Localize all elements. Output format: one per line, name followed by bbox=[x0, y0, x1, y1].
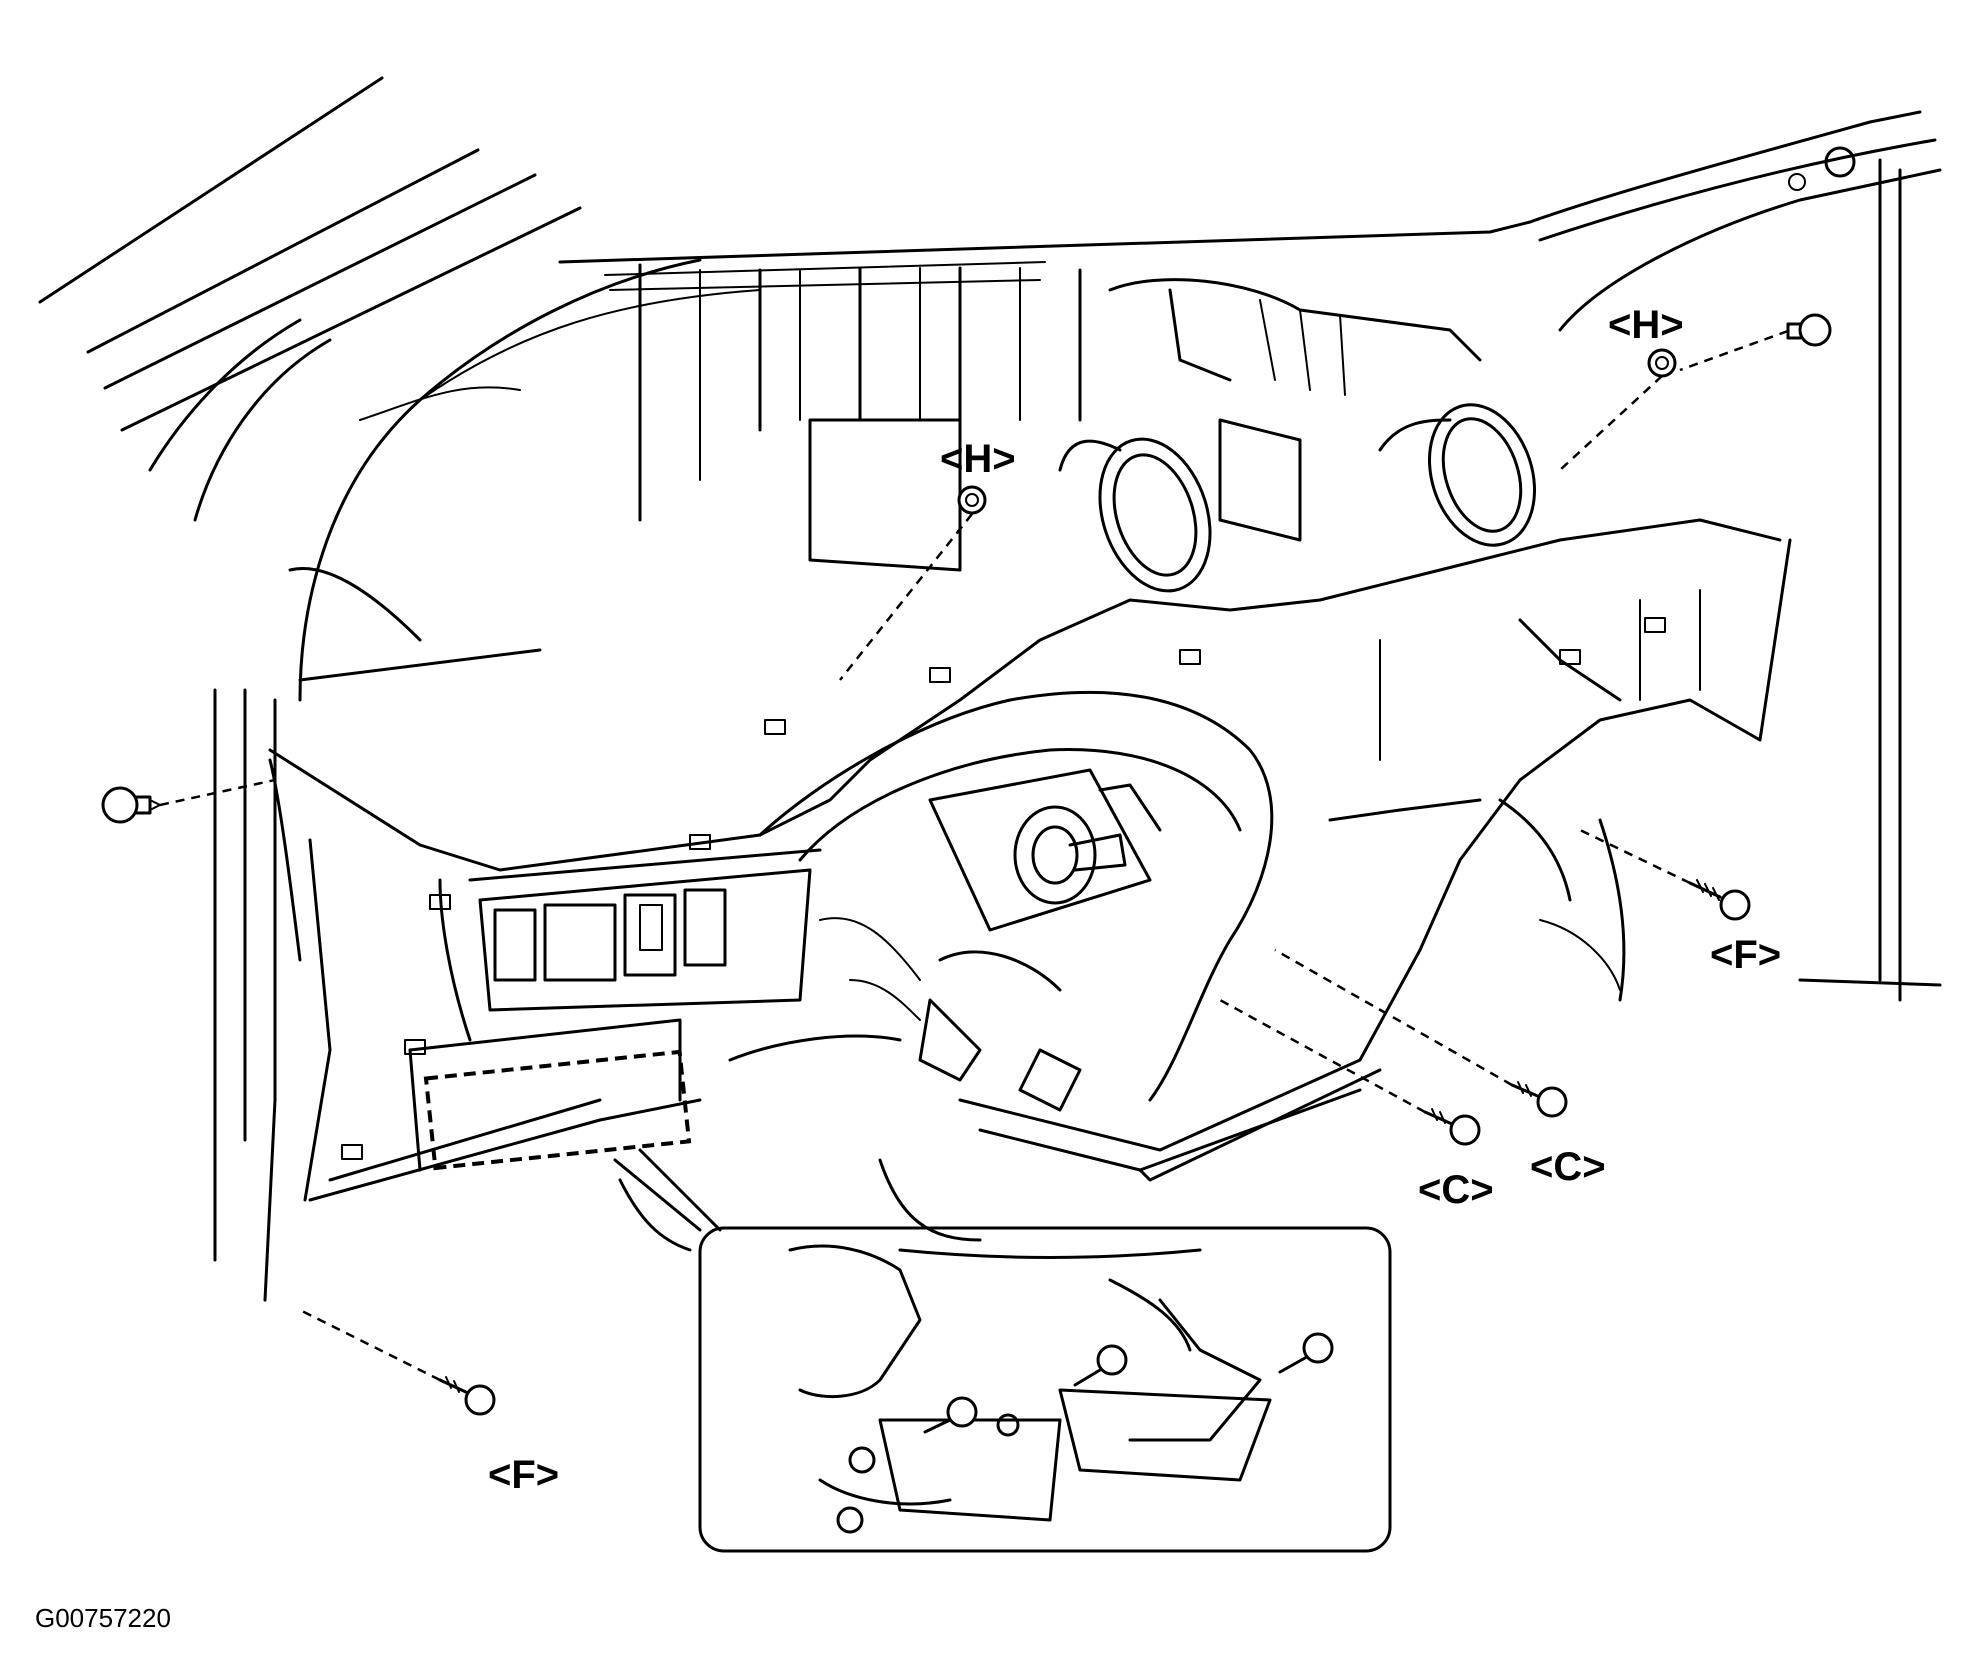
clip-left bbox=[101, 786, 161, 824]
callout-h-right: <H> bbox=[1608, 303, 1684, 347]
bolt-c-left bbox=[1423, 1108, 1481, 1146]
bolt-f-right bbox=[1688, 879, 1751, 921]
figure-id-code: G00757220 bbox=[35, 1603, 171, 1633]
nut-h-right bbox=[1647, 348, 1677, 378]
nut-h-center bbox=[957, 485, 987, 515]
callout-f-lower: <F> bbox=[488, 1453, 559, 1497]
leader-lines bbox=[159, 329, 1789, 1382]
dashboard-reinforcement bbox=[268, 518, 1792, 1202]
a-pillar-lines bbox=[38, 76, 761, 1302]
bolt-c-right bbox=[1510, 1081, 1568, 1118]
cowl-top bbox=[558, 110, 1942, 1002]
inset-detail bbox=[613, 1148, 1392, 1553]
callout-f-right: <F> bbox=[1710, 933, 1781, 977]
fasteners bbox=[101, 313, 1832, 1416]
callout-c-left: <C> bbox=[1418, 1168, 1494, 1212]
hvac-ducts bbox=[288, 263, 1482, 682]
callout-h-center: <H> bbox=[940, 437, 1016, 481]
lower-right-bracket bbox=[618, 798, 1626, 1252]
steering-column bbox=[819, 768, 1162, 1112]
clip-right bbox=[1786, 313, 1832, 347]
air-duct-openings bbox=[1058, 403, 1537, 593]
callout-labels: <H> <H> <F> <C> <C> <F> bbox=[488, 303, 1781, 1497]
callout-c-right: <C> bbox=[1530, 1145, 1606, 1189]
bolt-f-lower bbox=[438, 1376, 496, 1416]
